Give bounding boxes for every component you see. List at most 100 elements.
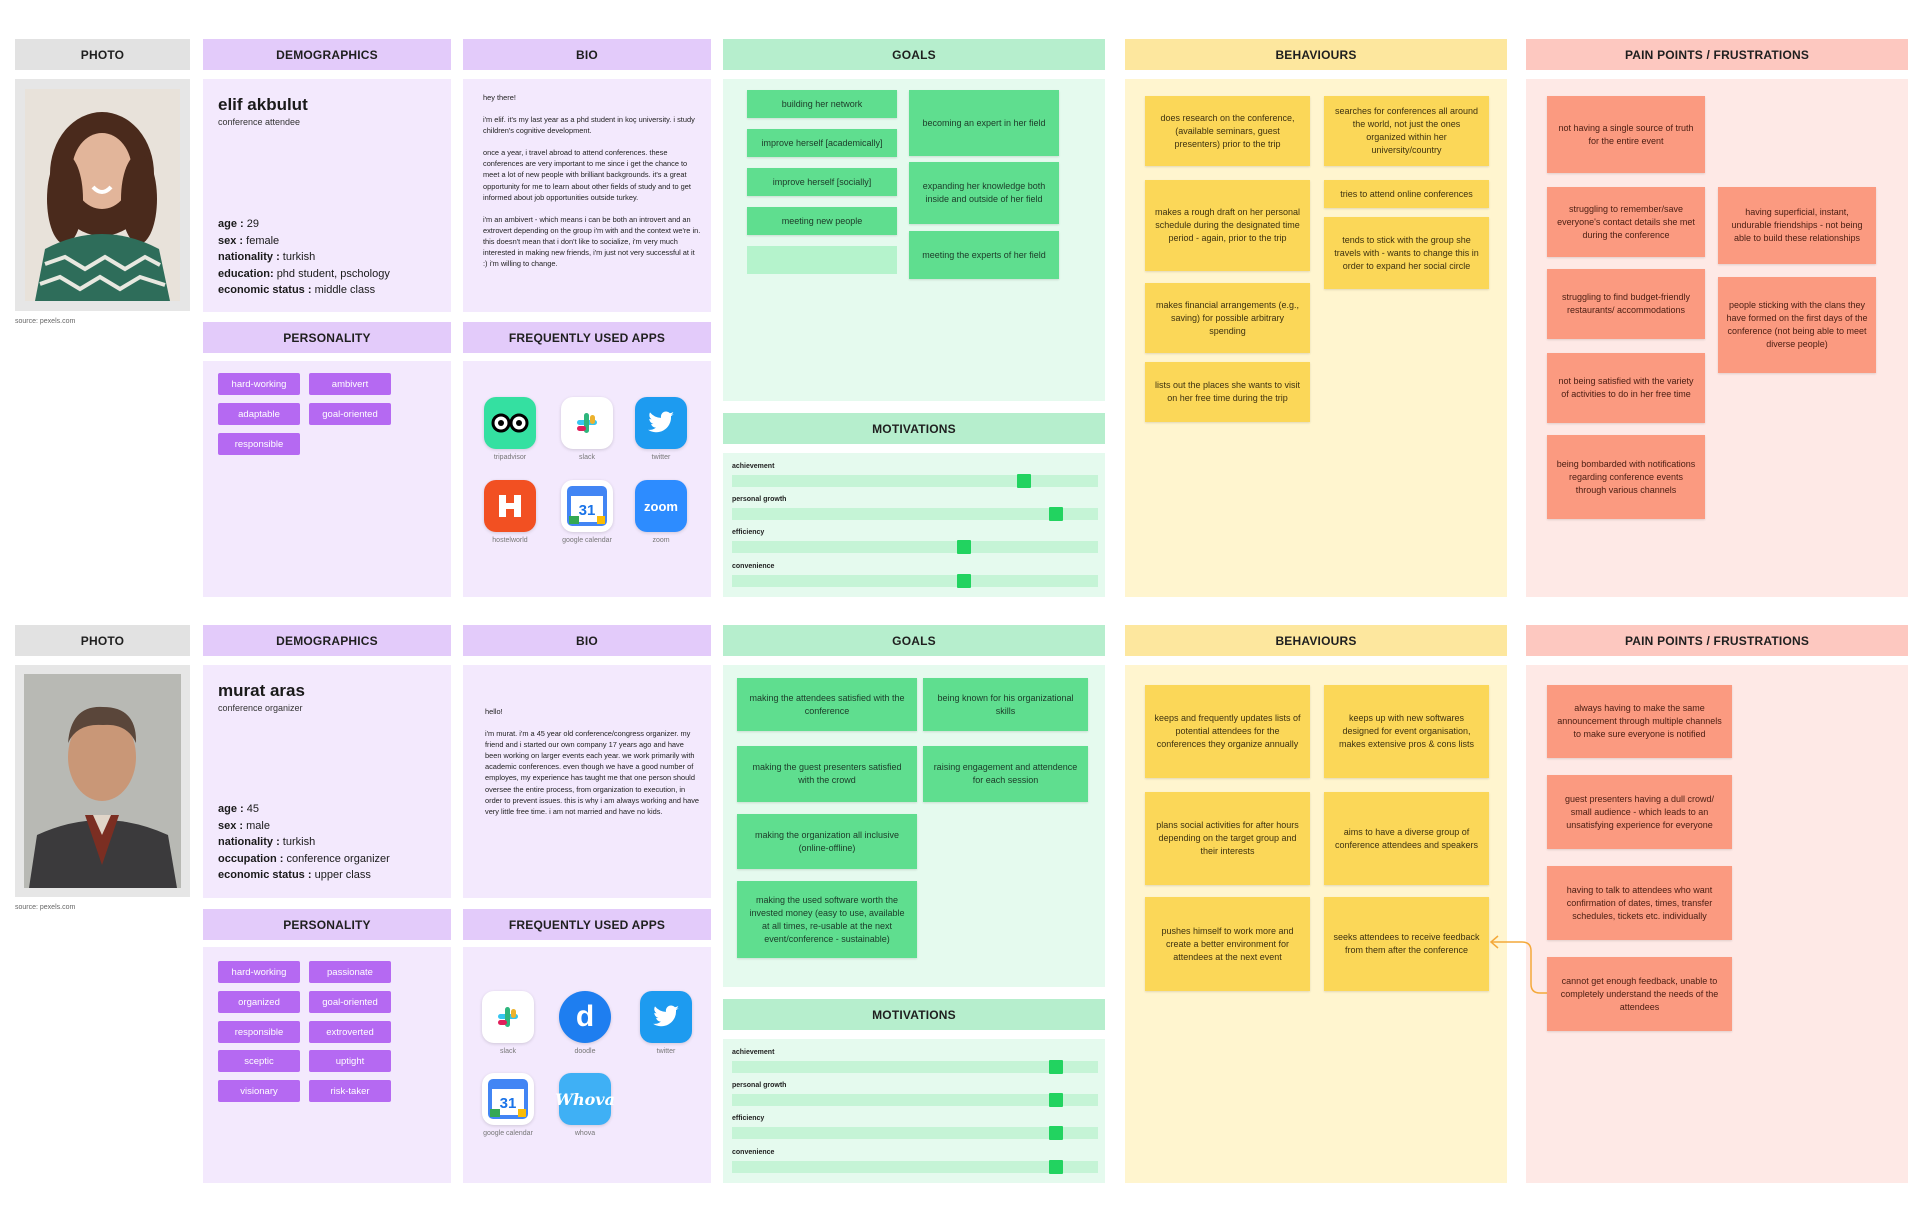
pain-point-note: not having a single source of truth for …: [1547, 96, 1705, 173]
goals-header: GOALS: [723, 39, 1105, 70]
personality-tag: goal-oriented: [309, 991, 391, 1013]
motivation-knob[interactable]: [957, 574, 972, 588]
behaviour-note: keeps up with new softwares designed for…: [1324, 685, 1489, 778]
motivation-knob[interactable]: [1048, 1160, 1063, 1174]
pain-point-note: always having to make the same announcem…: [1547, 685, 1732, 758]
svg-text:31: 31: [500, 1095, 517, 1112]
twitter-icon: [635, 397, 687, 449]
demographics-header: DEMOGRAPHICS: [203, 625, 451, 656]
motivations-header: MOTIVATIONS: [723, 999, 1105, 1030]
personality-header: PERSONALITY: [203, 322, 451, 353]
motivation-knob[interactable]: [1048, 507, 1063, 521]
goal-note: becoming an expert in her field: [909, 90, 1059, 156]
app-label: google calendar: [562, 537, 612, 544]
slack-icon: [561, 397, 613, 449]
personality-tag: goal-oriented: [309, 403, 391, 425]
app-label: slack: [579, 454, 595, 461]
app-label: whova: [574, 1130, 596, 1137]
pain-point-note: having superficial, instant, undurable f…: [1718, 187, 1876, 264]
pain-point-note: struggling to remember/save everyone's c…: [1547, 187, 1705, 257]
google-calendar-icon: 31: [561, 480, 613, 532]
persona-role: conference organizer: [218, 703, 303, 713]
goal-note: making the organization all inclusive (o…: [737, 814, 917, 869]
pain-point-note: struggling to find budget-friendly resta…: [1547, 269, 1705, 339]
goals-panel: making the attendees satisfied with the …: [723, 665, 1105, 987]
behaviours-panel: does research on the conference, (availa…: [1125, 79, 1507, 597]
personality-tag: responsible: [218, 1021, 300, 1043]
whova-icon: Whova: [555, 1073, 615, 1125]
motivation-track: [732, 1160, 1098, 1174]
app-label: google calendar: [483, 1130, 533, 1137]
pain-point-note: being bombarded with notifications regar…: [1547, 435, 1705, 519]
tripadvisor-icon: [484, 397, 536, 449]
motivation-label: personal growth: [732, 496, 787, 503]
behaviour-note: makes a rough draft on her personal sche…: [1145, 180, 1310, 271]
apps-panel: tripadvisor slack twitter hostelworld 31…: [463, 361, 711, 597]
goal-note: building her network: [747, 90, 897, 118]
persona-role: conference attendee: [218, 117, 301, 127]
pain-points-header: PAIN POINTS / FRUSTRATIONS: [1526, 39, 1908, 70]
doodle-icon: d: [559, 991, 611, 1043]
motivation-knob[interactable]: [1048, 1093, 1063, 1107]
photo-source: source: pexels.com: [15, 318, 76, 325]
behaviour-note: keeps and frequently updates lists of po…: [1145, 685, 1310, 778]
demo-item: age : 45: [218, 803, 259, 815]
goal-note: expanding her knowledge both inside and …: [909, 162, 1059, 224]
photo-source: source: pexels.com: [15, 904, 76, 911]
motivation-label: personal growth: [732, 1082, 787, 1089]
app-label: twitter: [651, 454, 671, 461]
motivation-knob[interactable]: [1048, 1060, 1063, 1074]
pain-point-note: cannot get enough feedback, unable to co…: [1547, 957, 1732, 1031]
persona-photo: [15, 79, 190, 311]
slack-icon: [482, 991, 534, 1043]
demographics-panel: elif akbulut conference attendee age : 2…: [203, 79, 451, 312]
demographics-list: age : 45 sex : male nationality : turkis…: [218, 801, 390, 884]
photo-header: PHOTO: [15, 625, 190, 656]
motivation-track: [732, 1060, 1098, 1074]
app-label: slack: [500, 1048, 516, 1055]
hostelworld-icon: [484, 480, 536, 532]
personality-tag: sceptic: [218, 1050, 300, 1072]
motivation-track: [732, 540, 1098, 554]
persona-photo: [15, 665, 190, 897]
demographics-header: DEMOGRAPHICS: [203, 39, 451, 70]
demo-item: sex : female: [218, 234, 280, 247]
bio-text: hello! i'm murat. i'm a 45 year old conf…: [485, 707, 700, 816]
photo-header: PHOTO: [15, 39, 190, 70]
motivation-knob[interactable]: [957, 540, 972, 554]
goal-note: being known for his organizational skill…: [923, 678, 1088, 731]
motivation-track: [732, 1093, 1098, 1107]
goals-header: GOALS: [723, 625, 1105, 656]
behaviours-panel: keeps and frequently updates lists of po…: [1125, 665, 1507, 1183]
apps-header: FREQUENTLY USED APPS: [463, 322, 711, 353]
motivations-panel: achievement personal growth efficiency c…: [723, 1039, 1105, 1183]
persona-name: murat aras: [218, 681, 305, 700]
goal-note: improve herself [academically]: [747, 129, 897, 157]
behaviour-note: lists out the places she wants to visit …: [1145, 362, 1310, 422]
app-label: doodle: [574, 1048, 596, 1055]
app-label: tripadvisor: [493, 454, 527, 461]
app-label: zoom: [652, 537, 670, 544]
motivation-track: [732, 507, 1098, 521]
pain-points-panel: always having to make the same announcem…: [1526, 665, 1908, 1183]
goal-note-empty: [747, 246, 897, 274]
motivation-knob[interactable]: [1017, 474, 1032, 488]
motivation-track: [732, 1126, 1098, 1140]
personality-tag: uptight: [309, 1050, 391, 1072]
motivation-knob[interactable]: [1048, 1126, 1063, 1140]
demo-item: nationality : turkish: [218, 251, 316, 263]
demographics-list: age : 29 sex : female nationality : turk…: [218, 216, 390, 299]
personality-header: PERSONALITY: [203, 909, 451, 940]
behaviour-note: tends to stick with the group she travel…: [1324, 217, 1489, 289]
motivation-label: achievement: [732, 1049, 775, 1056]
goal-note: improve herself [socially]: [747, 168, 897, 196]
bio-panel: hello! i'm murat. i'm a 45 year old conf…: [463, 665, 711, 898]
personality-panel: hard-working passionate organized goal-o…: [203, 947, 451, 1183]
motivation-label: achievement: [732, 463, 775, 470]
bio-header: BIO: [463, 39, 711, 70]
personality-tag: extroverted: [309, 1021, 391, 1043]
motivations-header: MOTIVATIONS: [723, 413, 1105, 444]
bio-header: BIO: [463, 625, 711, 656]
personality-tag: hard-working: [218, 373, 300, 395]
personality-tag: risk-taker: [309, 1080, 391, 1102]
